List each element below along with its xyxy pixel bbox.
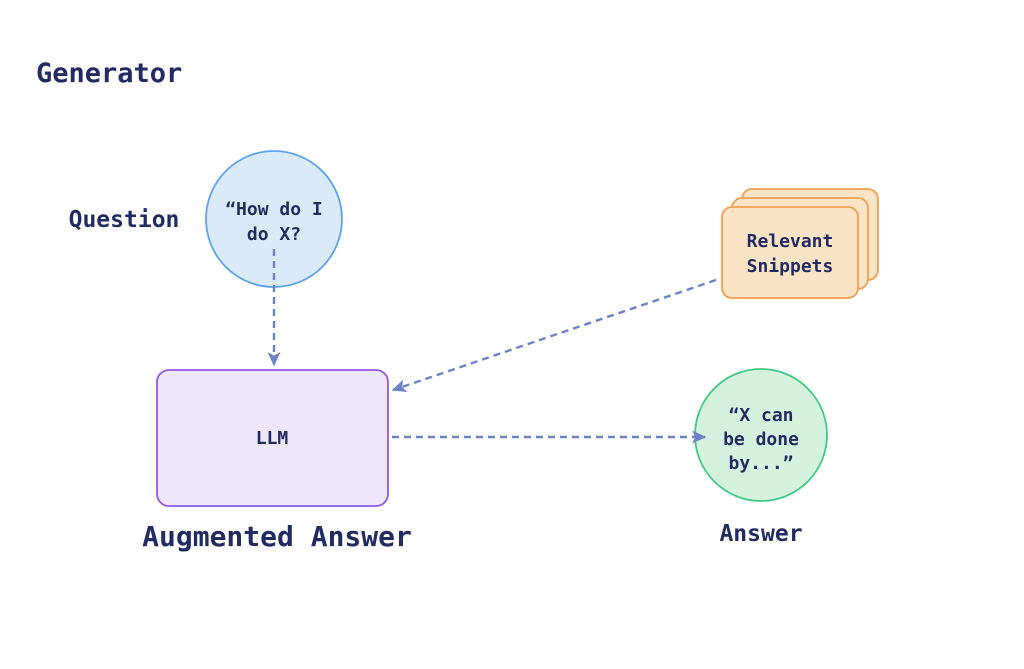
snippets-text-line2: Snippets: [747, 256, 834, 277]
snippets-card-front: [721, 206, 859, 299]
answer-label: Answer: [719, 521, 802, 547]
question-node-text-line2: do X?: [247, 224, 301, 245]
question-node-text-line1: “How do I: [225, 199, 323, 220]
llm-node-text: LLM: [256, 428, 289, 449]
answer-node-text-line1: “X can: [728, 405, 793, 426]
augmented-answer-label: Augmented Answer: [142, 520, 412, 553]
llm-node: [156, 369, 389, 507]
page-title: Generator: [36, 58, 182, 89]
answer-node-text-line3: by...”: [728, 453, 793, 474]
answer-node-text-line2: be done: [723, 429, 799, 450]
snippets-text-line1: Relevant: [747, 231, 834, 252]
question-label: Question: [69, 207, 180, 233]
snippets-to-llm-arrow: [391, 278, 717, 392]
